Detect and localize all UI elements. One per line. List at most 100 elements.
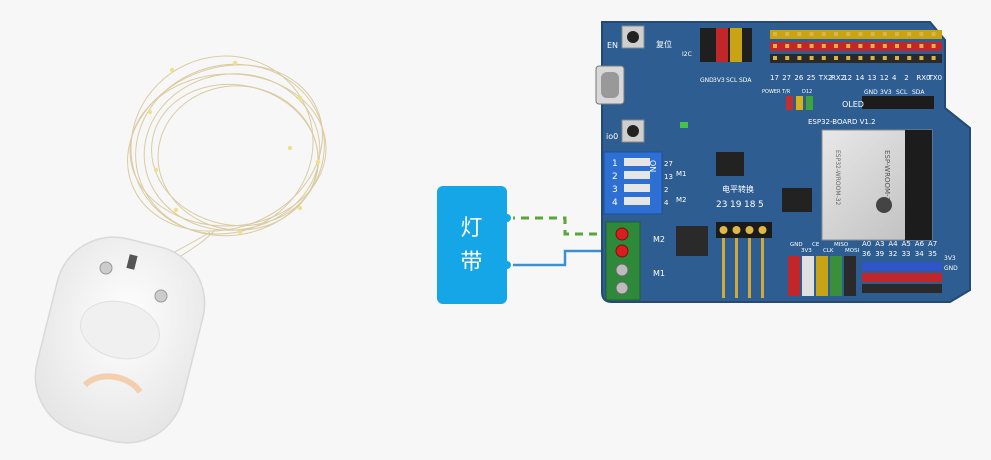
analog-gpio-label: 33 — [902, 250, 911, 258]
analog-gpio-label: 34 — [915, 250, 924, 258]
spi-pin-label: CLK — [823, 248, 834, 254]
dip-switch-number: 4 — [612, 198, 618, 208]
light-strip-box: 灯 带 — [437, 186, 507, 304]
i2c-label: I2C — [682, 51, 692, 58]
header-post — [748, 238, 751, 298]
chip — [716, 152, 744, 176]
top-pin-label: 12 — [880, 74, 889, 82]
status-led-label: T/R — [781, 89, 791, 95]
header-pin — [846, 32, 850, 36]
header-pin — [895, 32, 899, 36]
motor-label: M1 — [676, 170, 687, 178]
level-shift-pin-label: 18 — [744, 200, 756, 210]
io0-label: io0 — [606, 132, 618, 141]
header-pin — [895, 44, 899, 48]
header-pin — [871, 56, 875, 60]
i2c-pin-label: SDA — [739, 77, 752, 84]
header-pin — [932, 44, 936, 48]
esp32-wroom-module: ESP-WROOM-32 ESP32-WROOM-32 — [822, 130, 932, 240]
analog-gpio-label: 36 — [862, 250, 871, 258]
level-shift-pin-label: 5 — [758, 200, 764, 210]
header-pin — [858, 44, 862, 48]
header-pin — [733, 226, 741, 234]
header-pin — [858, 56, 862, 60]
usb-c-port-icon — [596, 66, 624, 104]
header-pin — [871, 44, 875, 48]
header-post — [722, 238, 725, 298]
spi-pin-label: CE — [812, 242, 820, 248]
signal-wire — [507, 218, 612, 234]
header-pin — [919, 56, 923, 60]
strip-box-line2: 带 — [460, 245, 483, 279]
dip-switch-gpio: 2 — [664, 186, 668, 194]
header-post — [761, 238, 764, 298]
header-pin — [810, 56, 814, 60]
led-wire-coils — [98, 23, 347, 267]
header-pin — [932, 56, 936, 60]
wires — [502, 213, 612, 270]
dip-switch-number: 3 — [612, 185, 618, 195]
dip-switch-gpio: 27 — [664, 160, 673, 168]
power-pin-label: GND — [944, 265, 958, 272]
header-pin — [810, 32, 814, 36]
top-pin-label: 4 — [892, 74, 897, 82]
analog-gpio-label: 32 — [888, 250, 897, 258]
header-pin — [932, 32, 936, 36]
top-pin-label: 12 — [843, 74, 852, 82]
header-pin — [919, 32, 923, 36]
header-pin — [810, 44, 814, 48]
dip-on-label: ON — [648, 160, 657, 172]
header-pin — [919, 44, 923, 48]
oled-pin-label: 3V3 — [880, 89, 892, 96]
analog-pin-label: A3 — [875, 240, 884, 248]
esp32-board: 17272625TX2RX21214131242RX0TX0 I2C GND3V… — [596, 22, 970, 302]
oled-pin-label: SDA — [912, 89, 925, 96]
header-pin — [846, 44, 850, 48]
led-fairy-light-strip — [23, 23, 348, 455]
header-pin — [785, 56, 789, 60]
top-pin-label: 27 — [782, 74, 791, 82]
dip-switch-gpio: 4 — [664, 199, 669, 207]
analog-gpio-label: 39 — [875, 250, 884, 258]
header-pin — [785, 32, 789, 36]
espressif-logo-icon — [876, 197, 892, 213]
header-pin — [883, 56, 887, 60]
battery-box — [23, 225, 217, 455]
top-pin-label: 14 — [855, 74, 864, 82]
header-pin — [773, 44, 777, 48]
top-pin-label: 13 — [868, 74, 877, 82]
chip — [782, 188, 812, 212]
header-post — [735, 238, 738, 298]
header-pin — [822, 56, 826, 60]
analog-gpio-label: 35 — [928, 250, 937, 258]
analog-pin-label: A5 — [902, 240, 911, 248]
header-pin — [797, 44, 801, 48]
header-pin — [773, 32, 777, 36]
reset-label: 复位 — [656, 39, 672, 49]
status-led-label: D12 — [802, 89, 812, 95]
oled-label: OLED — [842, 100, 864, 109]
power-pin-label: 3V3 — [944, 255, 956, 262]
header-pin — [746, 226, 754, 234]
top-pin-label: TX0 — [928, 74, 943, 82]
header-pin — [858, 32, 862, 36]
i2c-pin-label: 3V3 — [713, 77, 725, 84]
analog-pin-label: A6 — [915, 240, 925, 248]
level-shift-pin-label: 19 — [730, 200, 742, 210]
spi-pin-label: 3V3 — [801, 248, 812, 254]
header-pin — [895, 56, 899, 60]
dip-switch-number: 1 — [612, 159, 618, 169]
header-pin — [785, 44, 789, 48]
terminal-label: M2 — [653, 235, 665, 244]
spi-pin-label: MOSI — [845, 248, 860, 254]
analog-pin-label: A0 — [862, 240, 871, 248]
header-pin — [834, 56, 838, 60]
level-shift-label: 电平转换 — [722, 184, 754, 194]
status-led-label: POWER — [762, 89, 781, 95]
header-pin — [797, 32, 801, 36]
header-pin — [822, 32, 826, 36]
analog-pin-label: A7 — [928, 240, 937, 248]
top-pin-label: 17 — [770, 74, 779, 82]
header-pin — [883, 44, 887, 48]
board-title: ESP32-BOARD V1.2 — [808, 118, 876, 126]
